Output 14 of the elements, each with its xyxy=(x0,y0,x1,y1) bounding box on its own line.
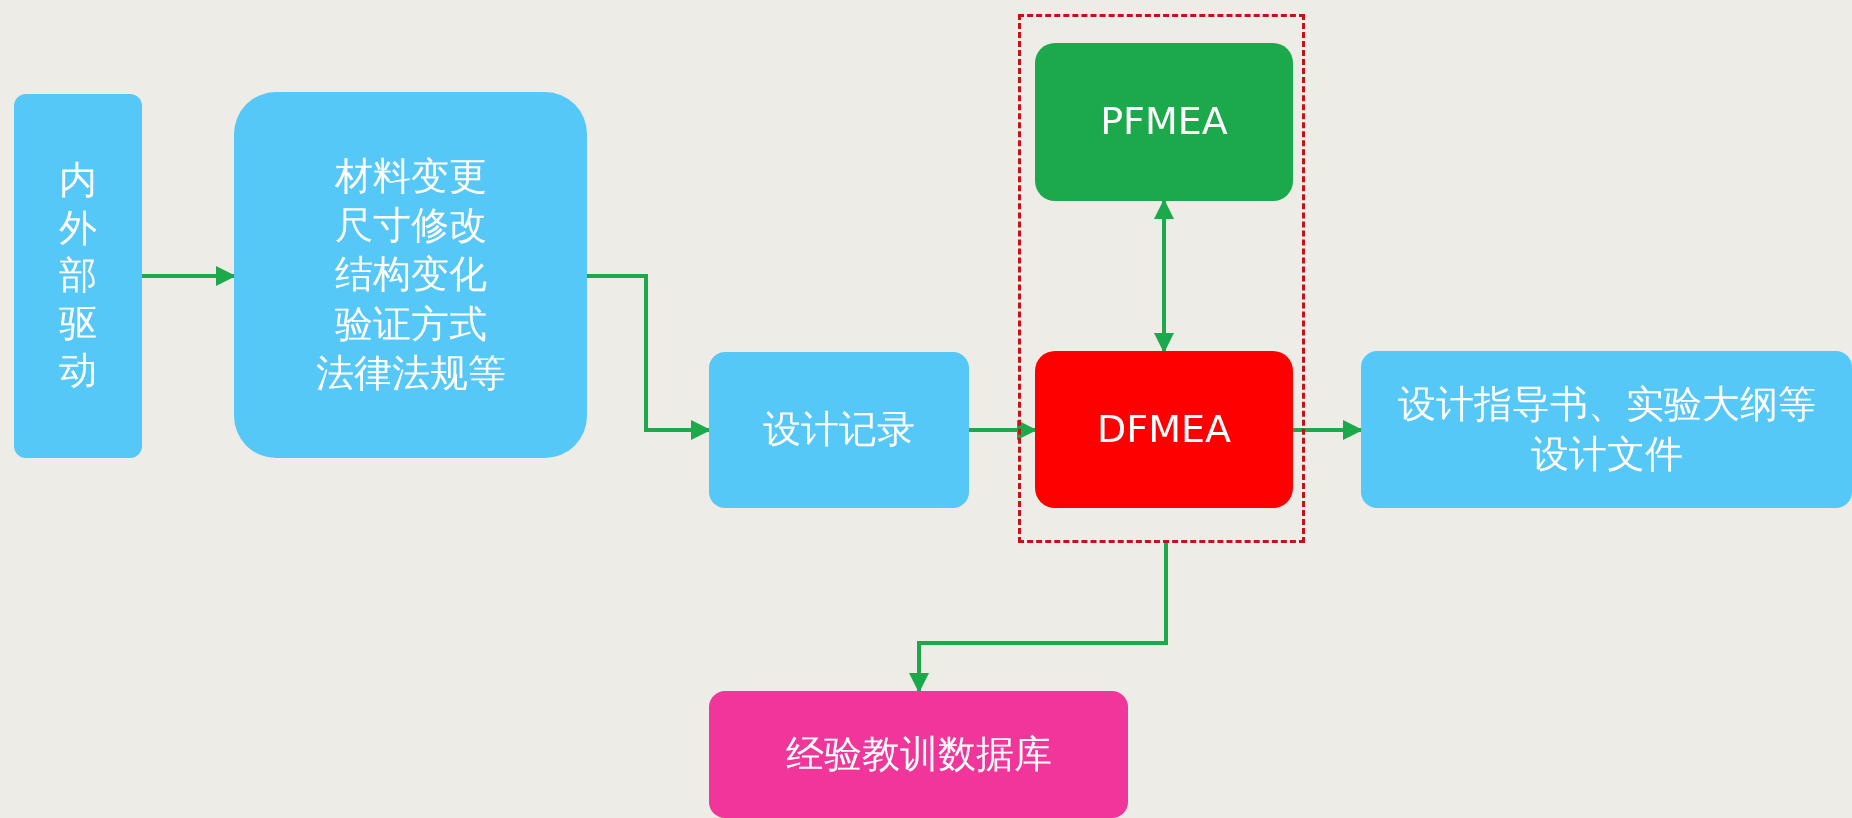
arrow xyxy=(909,543,1168,693)
output-box: 设计指导书、实验大纲等设计文件 xyxy=(1361,351,1852,508)
arrow xyxy=(142,266,236,286)
process-box: DFMEA xyxy=(1035,351,1293,508)
process-box: PFMEA xyxy=(1035,43,1293,201)
process-box: 材料变更 尺寸修改 结构变化 验证方式 法律法规等 xyxy=(234,92,587,458)
arrow xyxy=(1154,199,1174,353)
arrow xyxy=(1293,420,1363,440)
database-box: 经验教训数据库 xyxy=(709,691,1128,818)
arrow xyxy=(969,420,1037,440)
dashed-group-box xyxy=(1018,14,1305,543)
arrow xyxy=(587,274,711,440)
process-box: 内外部驱动 xyxy=(14,94,142,458)
process-box: 设计记录 xyxy=(709,352,969,508)
